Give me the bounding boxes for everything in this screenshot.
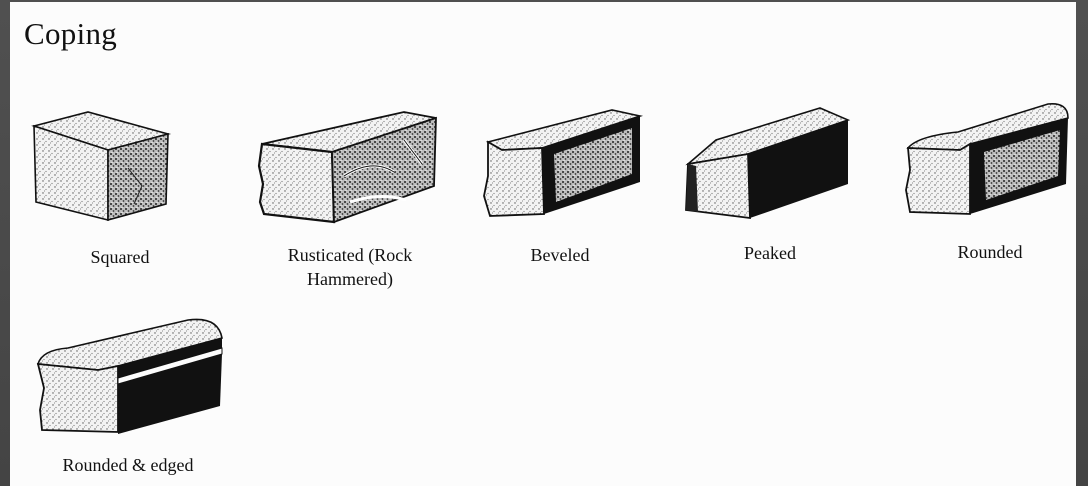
squared-coping-illustration: [30, 108, 180, 228]
beveled-label: Beveled: [500, 243, 620, 267]
beveled-coping-illustration: [472, 106, 652, 222]
rounded-edged-label: Rounded & edged: [28, 453, 228, 477]
peaked-label: Peaked: [710, 241, 830, 265]
squared-label: Squared: [60, 245, 180, 269]
diagram-panel: Coping: [10, 2, 1076, 486]
peaked-coping-illustration: [678, 106, 858, 222]
rusticated-coping-illustration: [254, 106, 444, 226]
rusticated-label: Rusticated (Rock Hammered): [250, 243, 450, 291]
rounded-edged-coping-illustration: [28, 314, 228, 438]
page-title: Coping: [24, 16, 117, 52]
rounded-coping-illustration: [898, 100, 1078, 220]
rounded-label: Rounded: [930, 240, 1050, 264]
